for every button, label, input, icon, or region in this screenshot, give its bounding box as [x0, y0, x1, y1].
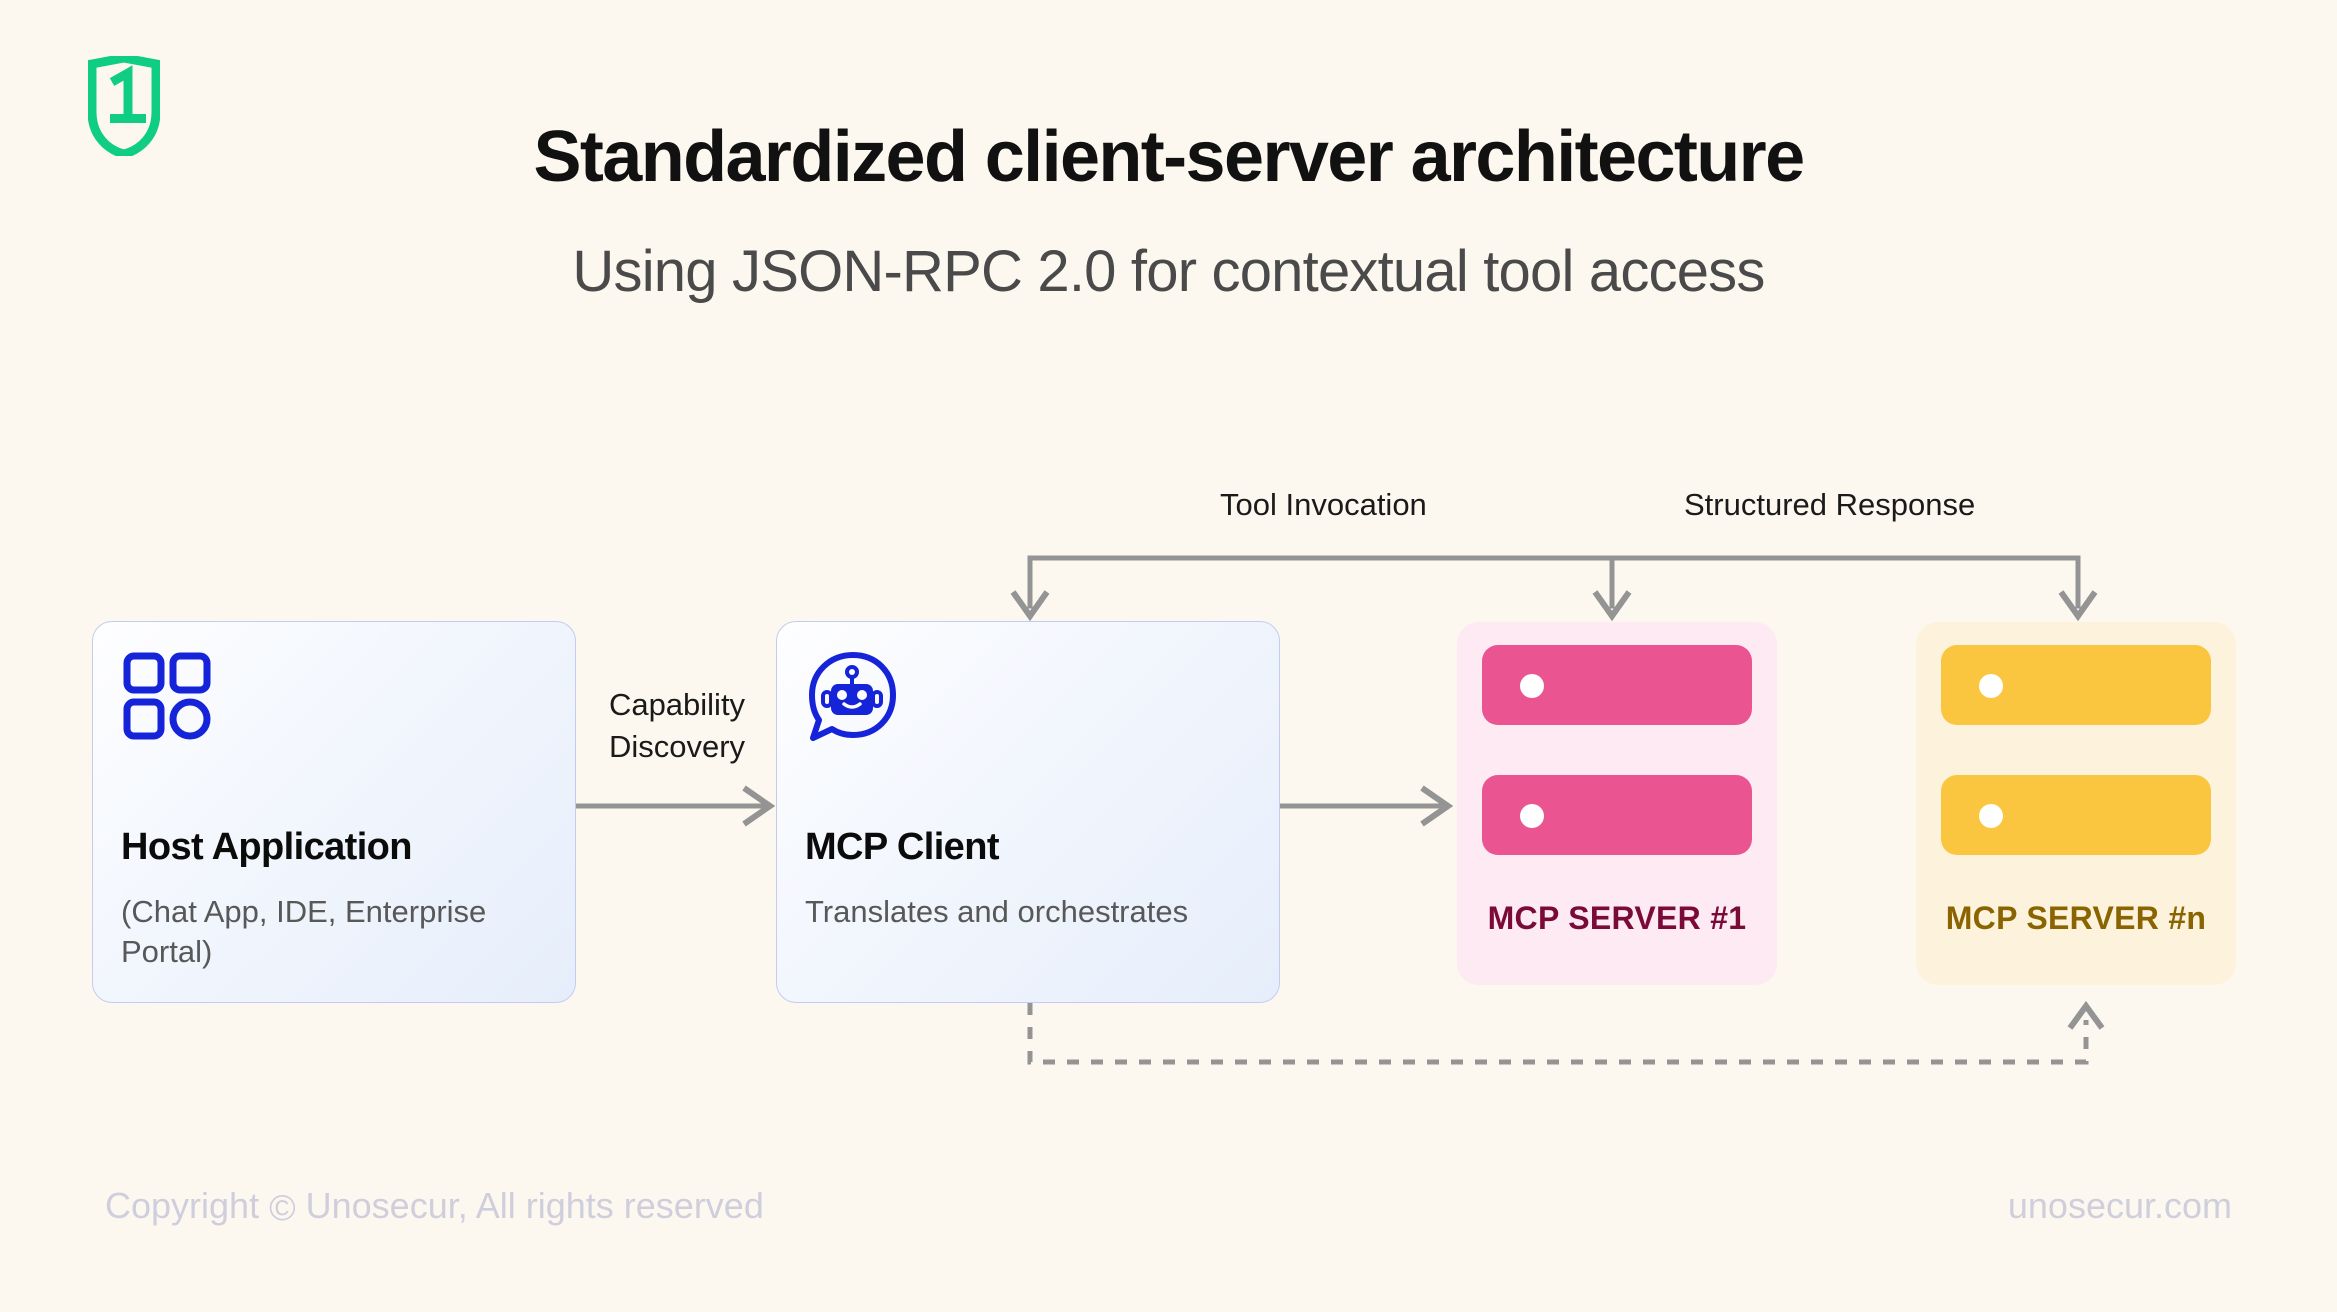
server-status-dot	[1520, 804, 1544, 828]
footer-copyright-prefix: Copyright	[105, 1185, 260, 1226]
footer-copyright: Copyright © Unosecur, All rights reserve…	[105, 1185, 764, 1229]
footer-copyright-suffix: Unosecur, All rights reserved	[305, 1185, 764, 1226]
capability-discovery-line-2: Discovery	[608, 728, 746, 764]
unosecur-shield-logo	[87, 53, 161, 159]
capability-discovery-line-1: Capability	[608, 687, 746, 722]
node-mcp-server-n[interactable]: MCP SERVER #n	[1916, 622, 2236, 985]
copyright-icon: ©	[269, 1187, 296, 1228]
footer-website: unosecur.com	[2007, 1185, 2232, 1226]
node-mcp-client[interactable]: MCP Client Translates and orchestrates	[776, 621, 1280, 1003]
edge-label-capability-discovery: Capability Discovery	[597, 684, 757, 768]
page-title: Standardized client-server architecture	[533, 117, 1805, 197]
host-application-subtitle: (Chat App, IDE, Enterprise Portal)	[121, 894, 487, 970]
app-grid-icon	[121, 650, 213, 742]
mcp-client-subtitle: Translates and orchestrates	[805, 894, 1189, 929]
server-status-dot	[1520, 674, 1544, 698]
server-rack-bar-top	[1482, 645, 1752, 725]
mcp-server-n-label: MCP SERVER #n	[1945, 900, 2207, 936]
edge-label-structured-response: Structured Response	[1684, 487, 1976, 522]
node-host-application[interactable]: Host Application (Chat App, IDE, Enterpr…	[92, 621, 576, 1003]
mcp-server-1-label: MCP SERVER #1	[1487, 900, 1747, 936]
host-application-title: Host Application	[121, 826, 412, 868]
server-rack-bar-top	[1941, 645, 2211, 725]
node-mcp-server-1[interactable]: MCP SERVER #1	[1457, 622, 1777, 985]
mcp-client-title: MCP Client	[805, 826, 999, 868]
server-status-dot	[1979, 674, 2003, 698]
server-status-dot	[1979, 804, 2003, 828]
chat-bot-icon	[805, 650, 897, 742]
server-rack-bar-bottom	[1482, 775, 1752, 855]
edge-label-tool-invocation: Tool Invocation	[1220, 487, 1427, 522]
page-subtitle: Using JSON-RPC 2.0 for contextual tool a…	[572, 239, 1765, 304]
server-rack-bar-bottom	[1941, 775, 2211, 855]
